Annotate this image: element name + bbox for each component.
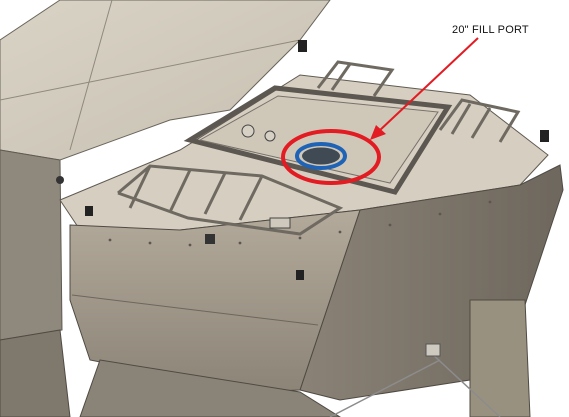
latch	[269, 217, 291, 229]
fill-port-callout-label: 20" FILL PORT	[452, 24, 529, 36]
rear-leg	[0, 329, 71, 417]
vent-cap	[241, 124, 255, 138]
work-light	[85, 206, 93, 216]
lid-seam	[69, 0, 113, 151]
work-light	[298, 40, 307, 52]
work-light	[296, 270, 304, 280]
left-hopper-side	[0, 149, 63, 341]
right-handrail	[438, 98, 521, 143]
hatch-frame-outer	[183, 85, 453, 195]
mount-point	[56, 176, 64, 184]
callout-arrow-line	[377, 37, 479, 133]
latch	[205, 234, 215, 244]
support-cable	[329, 359, 441, 417]
rear-handrail	[316, 60, 395, 97]
panel-seam	[71, 294, 319, 326]
vent-cap	[264, 130, 276, 142]
lower-chassis	[79, 359, 341, 417]
cable-bracket	[425, 343, 441, 357]
support-cable	[429, 351, 501, 417]
fill-port-ring	[295, 142, 347, 170]
rivet-row	[108, 200, 492, 247]
work-light	[540, 130, 549, 142]
left-handrail	[117, 164, 344, 236]
callout-arrowhead	[370, 125, 386, 140]
callout-circle	[281, 129, 381, 185]
right-leg	[469, 299, 531, 417]
lid-seam	[0, 39, 301, 101]
fill-port-opening	[302, 147, 340, 165]
